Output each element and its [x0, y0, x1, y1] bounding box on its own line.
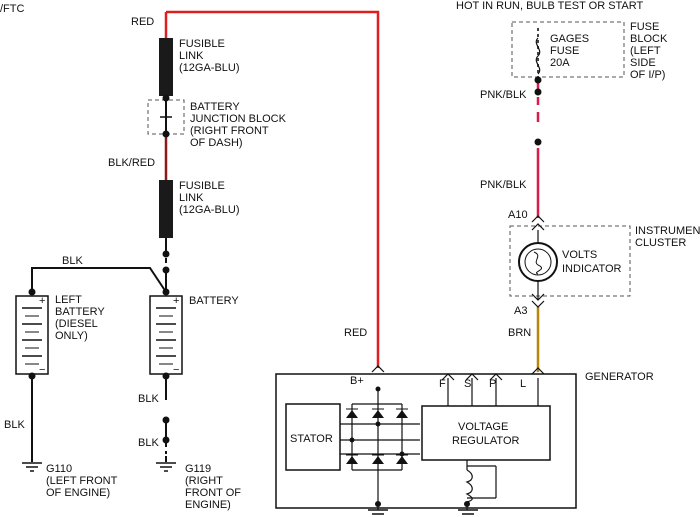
svg-text:FRONT OF: FRONT OF	[185, 487, 241, 499]
svg-text:LINK: LINK	[179, 192, 204, 204]
g110-label: G110 (LEFT FRONT OF ENGINE)	[46, 463, 118, 499]
terminal-connectors	[371, 215, 545, 381]
svg-text:VOLTAGE: VOLTAGE	[458, 421, 508, 433]
rectifier-diodes	[346, 408, 408, 464]
left-battery-minus: −	[39, 364, 45, 376]
red-top-label: RED	[131, 16, 154, 28]
blk-red-label: BLK/RED	[108, 157, 155, 169]
svg-text:B+: B+	[350, 375, 364, 387]
svg-text:FUSE: FUSE	[630, 21, 659, 33]
stator-box	[285, 403, 341, 471]
blk-mid-2-label: BLK	[138, 437, 159, 449]
instrument-cluster-box	[509, 225, 631, 297]
svg-text:(RIGHT: (RIGHT	[185, 475, 223, 487]
left-battery-label: LEFT BATTERY (DIESEL ONLY)	[55, 294, 105, 342]
svg-text:OF DASH): OF DASH)	[190, 137, 243, 149]
svg-text:(DIESEL: (DIESEL	[55, 318, 98, 330]
black-wires	[31, 28, 539, 462]
left-battery-plus: +	[39, 295, 45, 307]
brn-label: BRN	[508, 327, 531, 339]
fusible-link-2	[159, 180, 173, 238]
fuse-block-label: FUSE BLOCK (LEFT SIDE OF I/P)	[630, 21, 668, 81]
battery-label: BATTERY	[189, 295, 239, 307]
svg-text:20A: 20A	[550, 57, 570, 69]
svg-text:LINK: LINK	[179, 50, 204, 62]
fuse-block-box	[511, 21, 625, 78]
svg-text:SIDE: SIDE	[630, 57, 656, 69]
svg-text:ENGINE): ENGINE)	[185, 499, 231, 511]
a3-label: A3	[514, 305, 527, 317]
svg-text:S: S	[464, 378, 471, 390]
pnk-blk-2-label: PNK/BLK	[480, 179, 527, 191]
generator-box	[275, 373, 577, 509]
svg-text:ONLY): ONLY)	[55, 330, 88, 342]
svg-text:BATTERY: BATTERY	[190, 101, 240, 113]
blk-left-label: BLK	[4, 419, 25, 431]
volts-indicator-icon	[518, 230, 558, 300]
battery-junction-label: BATTERY JUNCTION BLOCK (RIGHT FRONT OF D…	[190, 101, 287, 149]
svg-text:BLOCK: BLOCK	[630, 33, 668, 45]
svg-text:FUSE: FUSE	[550, 45, 579, 57]
svg-text:GAGES: GAGES	[550, 33, 589, 45]
ground-g119-icon	[156, 462, 176, 472]
stator-label: STATOR	[290, 433, 333, 445]
voltage-regulator-box	[421, 405, 551, 461]
ground-regulator-icon	[458, 509, 478, 515]
g119-label: G119 (RIGHT FRONT OF ENGINE)	[185, 463, 241, 511]
svg-text:P: P	[489, 378, 496, 390]
red-main-wire	[164, 10, 380, 368]
svg-text:VOLTS: VOLTS	[562, 249, 597, 261]
svg-text:L: L	[520, 378, 526, 390]
svg-text:REGULATOR: REGULATOR	[452, 435, 519, 447]
gages-fuse-icon	[535, 37, 541, 75]
red-bottom-label: RED	[344, 327, 367, 339]
battery-minus: −	[173, 364, 179, 376]
gages-fuse-label: GAGES FUSE 20A	[550, 33, 589, 69]
battery-plus: +	[173, 295, 179, 307]
svg-text:(12GA-BLU): (12GA-BLU)	[179, 62, 240, 74]
instrument-cluster-label: INSTRUMENT CLUSTER	[635, 225, 700, 249]
fusible-link-2-label: FUSIBLE LINK (12GA-BLU)	[179, 180, 240, 216]
svg-text:INDICATOR: INDICATOR	[562, 263, 622, 275]
blk-mid-1-label: BLK	[138, 393, 159, 405]
generator-label: GENERATOR	[585, 371, 654, 383]
svg-text:BATTERY: BATTERY	[55, 306, 105, 318]
svg-text:G110: G110	[46, 463, 72, 475]
fusible-link-1-label: FUSIBLE LINK (12GA-BLU)	[179, 38, 240, 74]
svg-text:(RIGHT FRONT: (RIGHT FRONT	[190, 125, 269, 137]
a10-label: A10	[508, 209, 528, 221]
splice-dots	[28, 76, 542, 507]
left-battery-symbol	[15, 295, 49, 375]
volts-indicator-label: VOLTS INDICATOR	[562, 249, 622, 275]
svg-text:INSTRUMENT: INSTRUMENT	[635, 225, 700, 237]
generator-terminal-labels: B+ F S P L	[350, 375, 526, 390]
svg-text:G119: G119	[185, 463, 211, 475]
svg-text:F: F	[439, 378, 446, 390]
svg-text:(LEFT FRONT: (LEFT FRONT	[46, 475, 118, 487]
svg-text:FUSIBLE: FUSIBLE	[179, 180, 225, 192]
svg-text:OF I/P): OF I/P)	[630, 69, 665, 81]
blk-top-label: BLK	[62, 255, 83, 267]
svg-text:LEFT: LEFT	[55, 294, 82, 306]
pnk-blk-1-label: PNK/BLK	[480, 89, 527, 101]
ground-generator-icon	[368, 509, 388, 515]
voltage-regulator-label: VOLTAGE REGULATOR	[452, 421, 519, 447]
top-right-caption: HOT IN RUN, BULB TEST OR START	[456, 0, 644, 12]
svg-text:(12GA-BLU): (12GA-BLU)	[179, 204, 240, 216]
svg-text:CLUSTER: CLUSTER	[635, 237, 686, 249]
svg-text:JUNCTION BLOCK: JUNCTION BLOCK	[190, 113, 287, 125]
ground-g110-icon	[22, 462, 42, 472]
svg-text:OF ENGINE): OF ENGINE)	[46, 487, 110, 499]
fusible-link-1	[159, 38, 173, 96]
top-left-fragment: /FTC	[0, 3, 24, 15]
svg-text:FUSIBLE: FUSIBLE	[179, 38, 225, 50]
regulator-terminal-leads	[447, 378, 539, 510]
svg-text:(LEFT: (LEFT	[630, 45, 661, 57]
battery-symbol	[149, 295, 183, 375]
rectifier-bridge	[340, 390, 420, 510]
